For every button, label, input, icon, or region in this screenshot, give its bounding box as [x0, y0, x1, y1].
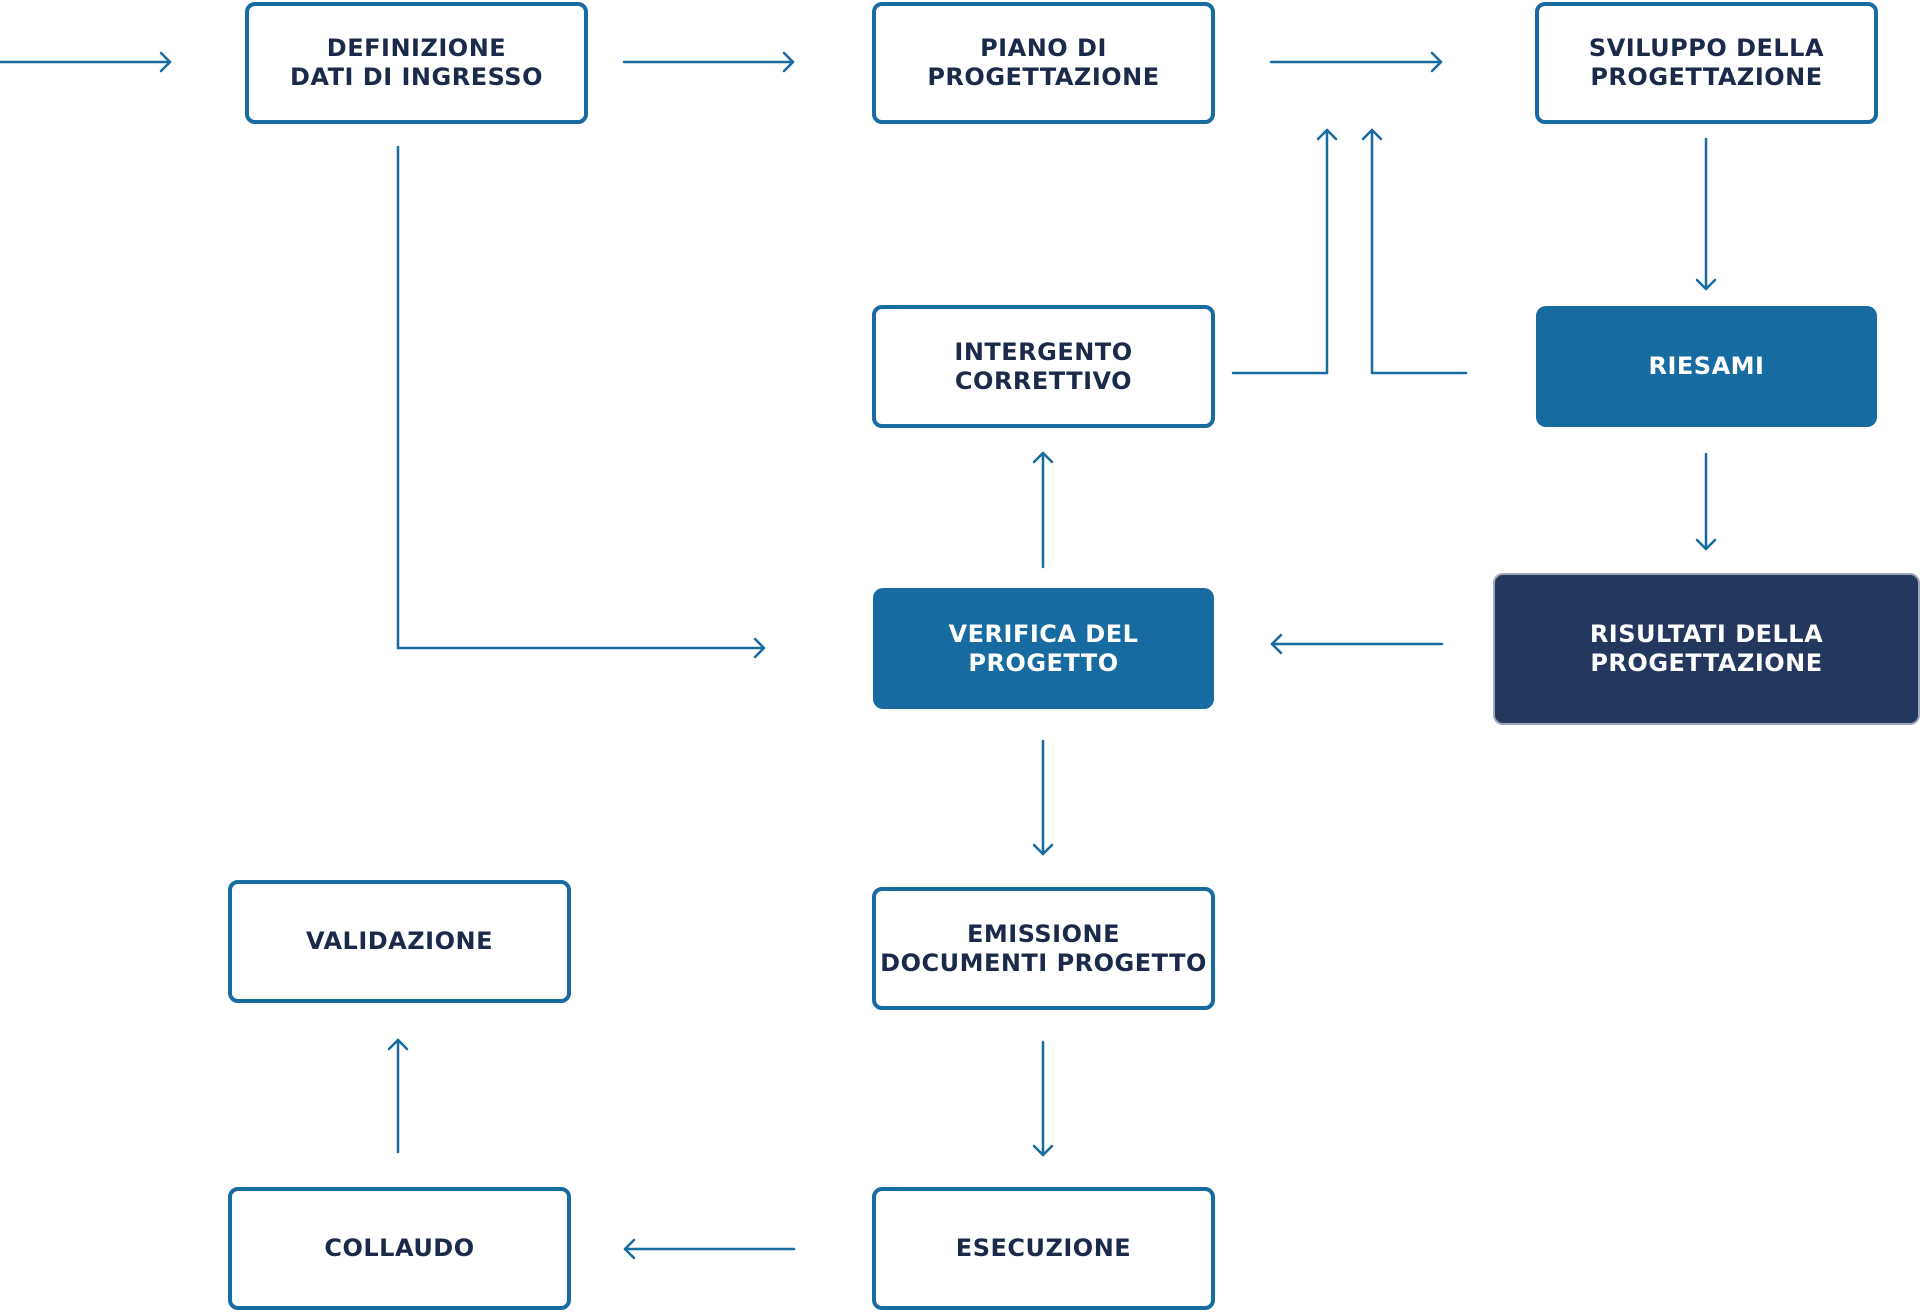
arrow-definizione-to-piano: [622, 51, 795, 73]
arrow-verifica-to-emissione: [1032, 739, 1054, 856]
node-sviluppo-progettazione: SVILUPPO DELLA PROGETTAZIONE: [1535, 2, 1878, 124]
node-label: INTERGENTO CORRETTIVO: [954, 337, 1133, 395]
arrow-piano-to-sviluppo: [1269, 51, 1443, 73]
node-label: SVILUPPO DELLA PROGETTAZIONE: [1588, 34, 1825, 91]
node-label: EMISSIONE DOCUMENTI PROGETTO: [880, 919, 1207, 977]
node-intergento-correttivo: INTERGENTO CORRETTIVO: [872, 305, 1215, 428]
node-piano-progettazione: PIANO DI PROGETTAZIONE: [872, 2, 1215, 124]
node-verifica-progetto: VERIFICA DEL PROGETTO: [873, 588, 1214, 709]
node-label: ESECUZIONE: [955, 1234, 1132, 1262]
arrow-entry: [0, 51, 172, 73]
arrow-sviluppo-to-riesami: [1695, 137, 1717, 291]
node-label: VERIFICA DEL PROGETTO: [948, 619, 1139, 677]
node-label: PIANO DI PROGETTAZIONE: [927, 34, 1160, 91]
node-riesami: RIESAMI: [1536, 306, 1877, 427]
node-definizione-dati-ingresso: DEFINIZIONE DATI DI INGRESSO: [245, 2, 588, 124]
node-label: RISULTATI DELLA PROGETTAZIONE: [1589, 620, 1824, 677]
arrow-collaudo-to-validazione: [387, 1038, 409, 1154]
arrow-riesami-to-risultati: [1695, 452, 1717, 551]
node-label: COLLAUDO: [324, 1234, 475, 1262]
arrow-intergento-up: [1231, 128, 1338, 375]
arrow-riesami-up: [1361, 128, 1468, 375]
node-collaudo: COLLAUDO: [228, 1187, 571, 1310]
node-risultati-progettazione: RISULTATI DELLA PROGETTAZIONE: [1493, 573, 1920, 725]
arrow-emissione-to-esecuzione: [1032, 1040, 1054, 1157]
node-label: VALIDAZIONE: [306, 927, 493, 955]
node-esecuzione: ESECUZIONE: [872, 1187, 1215, 1310]
node-label: DEFINIZIONE DATI DI INGRESSO: [290, 34, 543, 91]
arrow-definizione-to-verifica: [396, 145, 766, 659]
node-label: RIESAMI: [1648, 352, 1765, 380]
arrow-risultati-to-verifica: [1270, 633, 1444, 655]
arrow-verifica-to-intergento: [1032, 451, 1054, 569]
node-emissione-documenti: EMISSIONE DOCUMENTI PROGETTO: [872, 887, 1215, 1010]
node-validazione: VALIDAZIONE: [228, 880, 571, 1003]
arrow-esecuzione-to-collaudo: [623, 1238, 796, 1260]
